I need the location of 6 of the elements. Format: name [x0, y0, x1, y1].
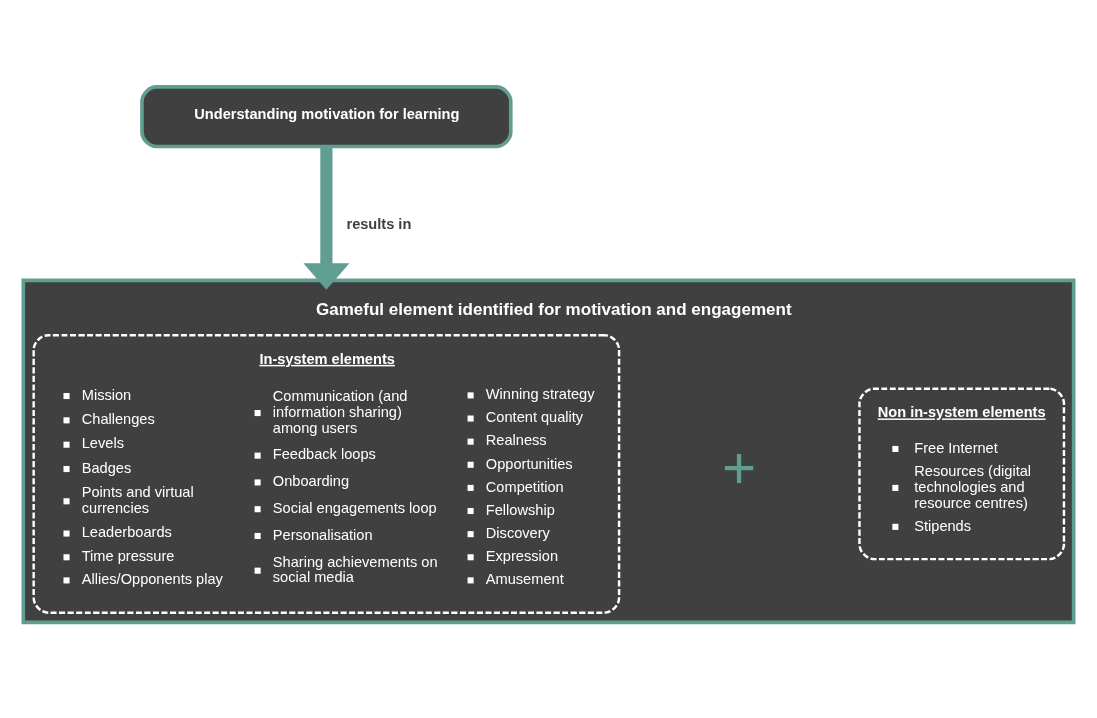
- arrow: [303, 146, 350, 290]
- node-box: Understanding motivation for learning: [140, 84, 513, 148]
- label: +: [721, 434, 757, 500]
- node-box: Non in-system elements Free Internet Resources (digital technologies and resource centres) Stipends: [858, 387, 1066, 560]
- edge-label: results in: [346, 215, 412, 232]
- node-box: In-system elements Mission Challenges Levels Badges Points and virtual currencies Leaderboards Time pressure Allies/Opponents play Communication (and information sharing) among users Feedback loops Onboarding Social engagements loop Personalisation Sharing achievements on social media Winning strategy Content quality Realness Opportunities Competition Fellowship Discovery Expression Amusement: [32, 333, 621, 614]
